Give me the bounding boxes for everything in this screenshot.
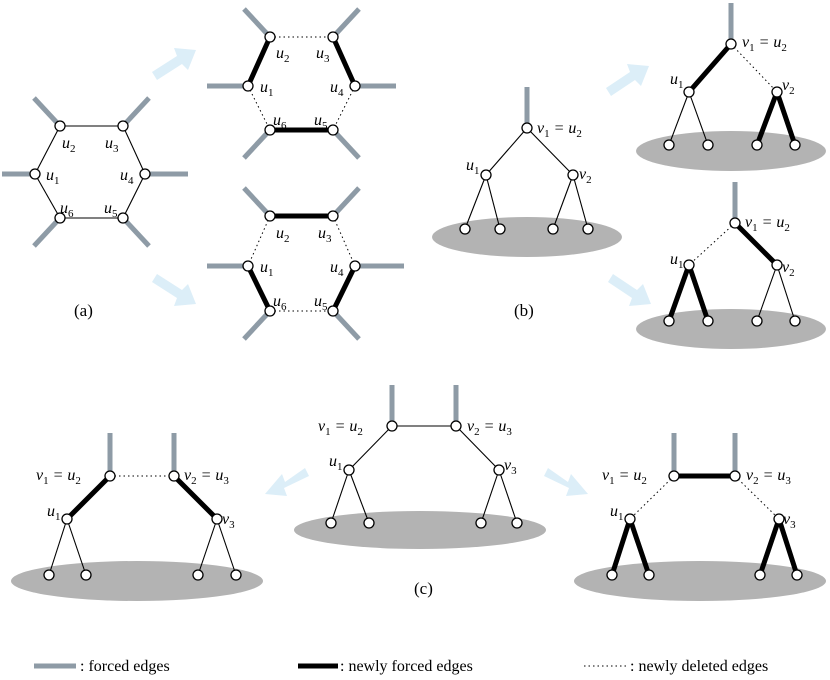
label-u1: u1 <box>47 503 61 523</box>
panel-c-center: v1 = u2 v2 = u3 u1 v3 <box>294 385 546 549</box>
label-v2: v2 <box>579 166 592 186</box>
panel-a-hexagon: u2 u3 u1 u4 u6 u5 <box>2 96 188 248</box>
panel-b-top: v1 = u2 u1 v2 <box>636 3 826 171</box>
label-u3: u3 <box>316 45 330 65</box>
label-root: v1 = u2 <box>745 214 790 234</box>
label-root: v1 = u2 <box>537 120 582 140</box>
label-v3: v3 <box>504 457 517 477</box>
label-u2: u2 <box>276 225 290 245</box>
label-u3: u3 <box>318 225 332 245</box>
label-u1: u1 <box>329 453 343 473</box>
label-right-root: v2 = u3 <box>184 467 229 487</box>
label-left-root: v1 = u2 <box>36 467 81 487</box>
label-u2: u2 <box>62 135 76 155</box>
label-u1: u1 <box>610 503 624 523</box>
label-u1: u1 <box>670 251 684 271</box>
label-u1: u1 <box>670 71 684 91</box>
arrow-a-up <box>152 48 196 80</box>
legend-newly-deleted-label: : newly deleted edges <box>630 658 768 675</box>
panel-a-top: u2 u3 u1 u4 u6 u5 <box>207 7 396 160</box>
label-v2: v2 <box>782 259 795 279</box>
label-u5: u5 <box>314 112 328 132</box>
label-u4: u4 <box>330 79 344 99</box>
arrow-b-down <box>608 274 651 306</box>
label-right-root: v2 = u3 <box>467 418 512 438</box>
caption-b: (b) <box>514 301 534 320</box>
label-u6: u6 <box>273 112 287 132</box>
label-u5: u5 <box>104 200 118 220</box>
node-u2 <box>54 120 66 132</box>
panel-b-tree: v1 = u2 u1 v2 <box>432 87 622 257</box>
label-root: v1 = u2 <box>742 34 787 54</box>
label-u1: u1 <box>46 167 60 187</box>
legend: : forced edges : newly forced edges : ne… <box>34 658 768 675</box>
transition-arrows <box>152 48 651 496</box>
panel-c-right: v1 = u2 v2 = u3 u1 v3 <box>574 433 826 601</box>
arrow-c-left <box>265 468 309 496</box>
label-u6: u6 <box>60 200 74 220</box>
node-u1 <box>29 168 41 180</box>
label-right-root: v2 = u3 <box>746 467 791 487</box>
label-u6: u6 <box>273 293 287 313</box>
label-u1: u1 <box>260 79 274 99</box>
label-u2: u2 <box>276 45 290 65</box>
caption-c: (c) <box>414 579 433 598</box>
panel-a-bottom: u2 u3 u1 u4 u6 u5 <box>207 186 404 341</box>
arrow-b-up <box>606 64 649 96</box>
panel-c-left: v1 = u2 v2 = u3 u1 v3 <box>11 433 263 601</box>
label-u5: u5 <box>314 293 328 313</box>
arrow-a-down <box>152 274 196 306</box>
panel-b-bottom: v1 = u2 u1 v2 <box>636 182 826 349</box>
label-u4: u4 <box>120 167 134 187</box>
label-v2: v2 <box>782 77 795 97</box>
label-left-root: v1 = u2 <box>318 418 363 438</box>
arrow-c-right <box>544 468 588 496</box>
label-u4: u4 <box>330 259 344 279</box>
label-u3: u3 <box>105 135 119 155</box>
node-u5 <box>117 212 129 224</box>
legend-newly-forced-label: : newly forced edges <box>340 658 473 675</box>
legend-forced-label: : forced edges <box>80 658 170 675</box>
label-v3: v3 <box>783 511 796 531</box>
label-u1: u1 <box>260 259 274 279</box>
label-v3: v3 <box>222 511 235 531</box>
node-u3 <box>117 120 129 132</box>
node-u6 <box>54 212 66 224</box>
node-u4 <box>139 168 151 180</box>
caption-a: (a) <box>74 301 93 320</box>
label-u1: u1 <box>466 157 480 177</box>
label-left-root: v1 = u2 <box>602 467 647 487</box>
